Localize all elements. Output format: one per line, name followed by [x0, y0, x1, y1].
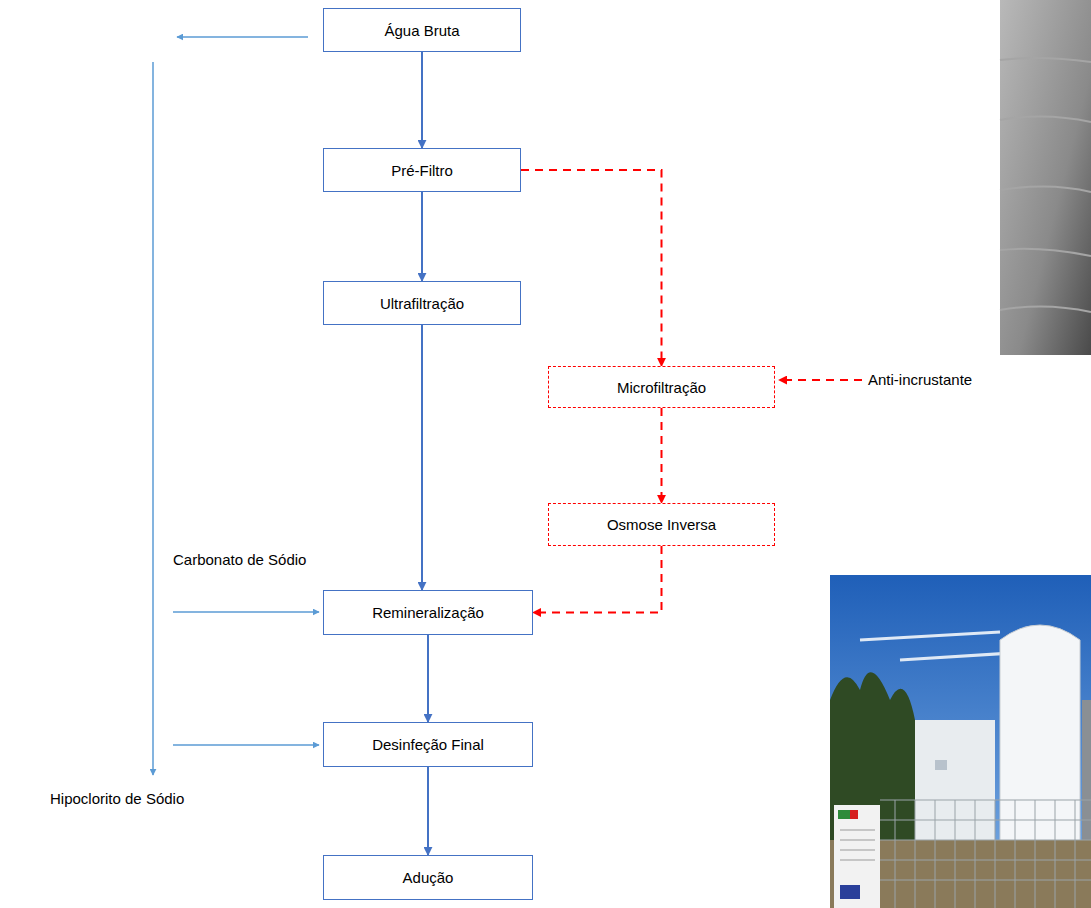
photo-membranes	[1000, 0, 1091, 355]
process-box: Remineralização	[323, 590, 533, 635]
node-text: Microfiltração	[617, 379, 706, 396]
feed-arrow	[177, 36, 308, 38]
feed-arrow	[152, 62, 154, 775]
process-box: Pré-Filtro	[323, 148, 521, 192]
chemical-label: Anti-incrustante	[866, 371, 974, 388]
optional-process-box: Osmose Inversa	[548, 503, 775, 546]
dosing-arrow	[779, 379, 862, 381]
process-box: Ultrafiltração	[323, 281, 521, 325]
flow-arrow	[421, 192, 423, 281]
optional-flow-arrow	[521, 170, 662, 366]
node-text: Osmose Inversa	[607, 516, 716, 533]
dosing-arrow	[173, 744, 319, 746]
photo-plant	[830, 575, 1091, 908]
node-text: Ultrafiltração	[380, 295, 464, 312]
optional-flow-arrow	[661, 408, 663, 503]
node-text: Remineralização	[372, 604, 484, 621]
dosing-arrow	[173, 611, 319, 613]
process-box: Adução	[323, 855, 533, 900]
chemical-label: Carbonato de Sódio	[171, 551, 308, 568]
node-text: Água Bruta	[384, 22, 459, 39]
chemical-label: Hipoclorito de Sódio	[48, 790, 186, 807]
flow-arrow	[427, 767, 429, 855]
optional-process-box: Microfiltração	[548, 366, 775, 408]
node-text: Pré-Filtro	[391, 162, 453, 179]
process-box: Desinfeção Final	[323, 722, 533, 767]
optional-flow-arrow	[533, 546, 662, 613]
node-text: Desinfeção Final	[372, 736, 484, 753]
flow-arrow	[421, 325, 423, 590]
process-box: Água Bruta	[323, 8, 521, 52]
flow-arrow	[421, 52, 423, 148]
node-text: Adução	[403, 869, 454, 886]
flow-arrow	[427, 635, 429, 722]
